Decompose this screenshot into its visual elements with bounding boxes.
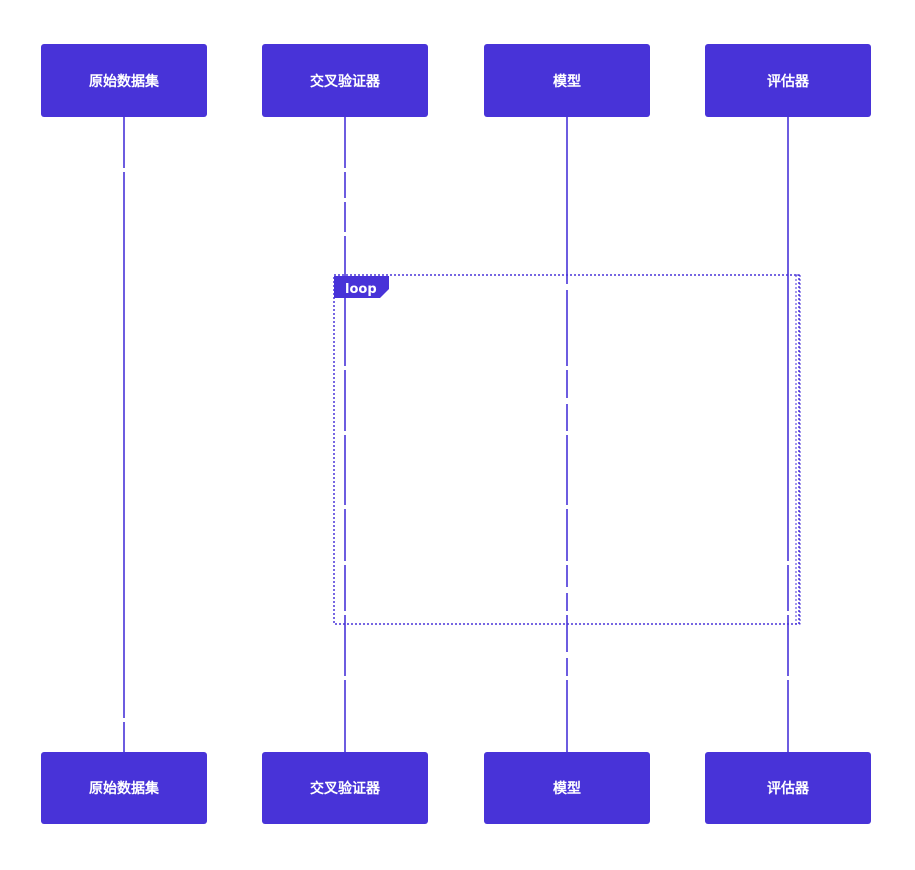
lifelines — [123, 117, 789, 752]
actor-top-p3: 模型 — [484, 44, 650, 117]
actor-label: 模型 — [553, 780, 581, 797]
actor-label: 模型 — [553, 73, 581, 90]
actor-bottom-p1: 原始数据集 — [41, 752, 207, 824]
actors-bottom: 原始数据集 交叉验证器 模型 评估器 — [41, 752, 871, 824]
loop-label-tab — [334, 276, 389, 298]
actor-bottom-p4: 评估器 — [705, 752, 871, 824]
actor-top-p4: 评估器 — [705, 44, 871, 117]
loop-frame-border — [333, 274, 800, 625]
actor-label: 评估器 — [767, 73, 810, 90]
actor-top-p1: 原始数据集 — [41, 44, 207, 117]
actor-bottom-p2: 交叉验证器 — [262, 752, 428, 824]
actor-label: 交叉验证器 — [310, 73, 381, 90]
actor-top-p2: 交叉验证器 — [262, 44, 428, 117]
actor-bottom-p3: 模型 — [484, 752, 650, 824]
actor-label: 原始数据集 — [89, 73, 160, 90]
actor-label: 原始数据集 — [89, 780, 160, 797]
actor-label: 交叉验证器 — [310, 780, 381, 797]
actors-top: 原始数据集 交叉验证器 模型 评估器 — [41, 44, 871, 117]
loop-frame: loop — [333, 274, 801, 625]
message-gaps — [121, 168, 791, 722]
loop-label: loop — [345, 282, 377, 297]
actor-label: 评估器 — [767, 780, 810, 797]
